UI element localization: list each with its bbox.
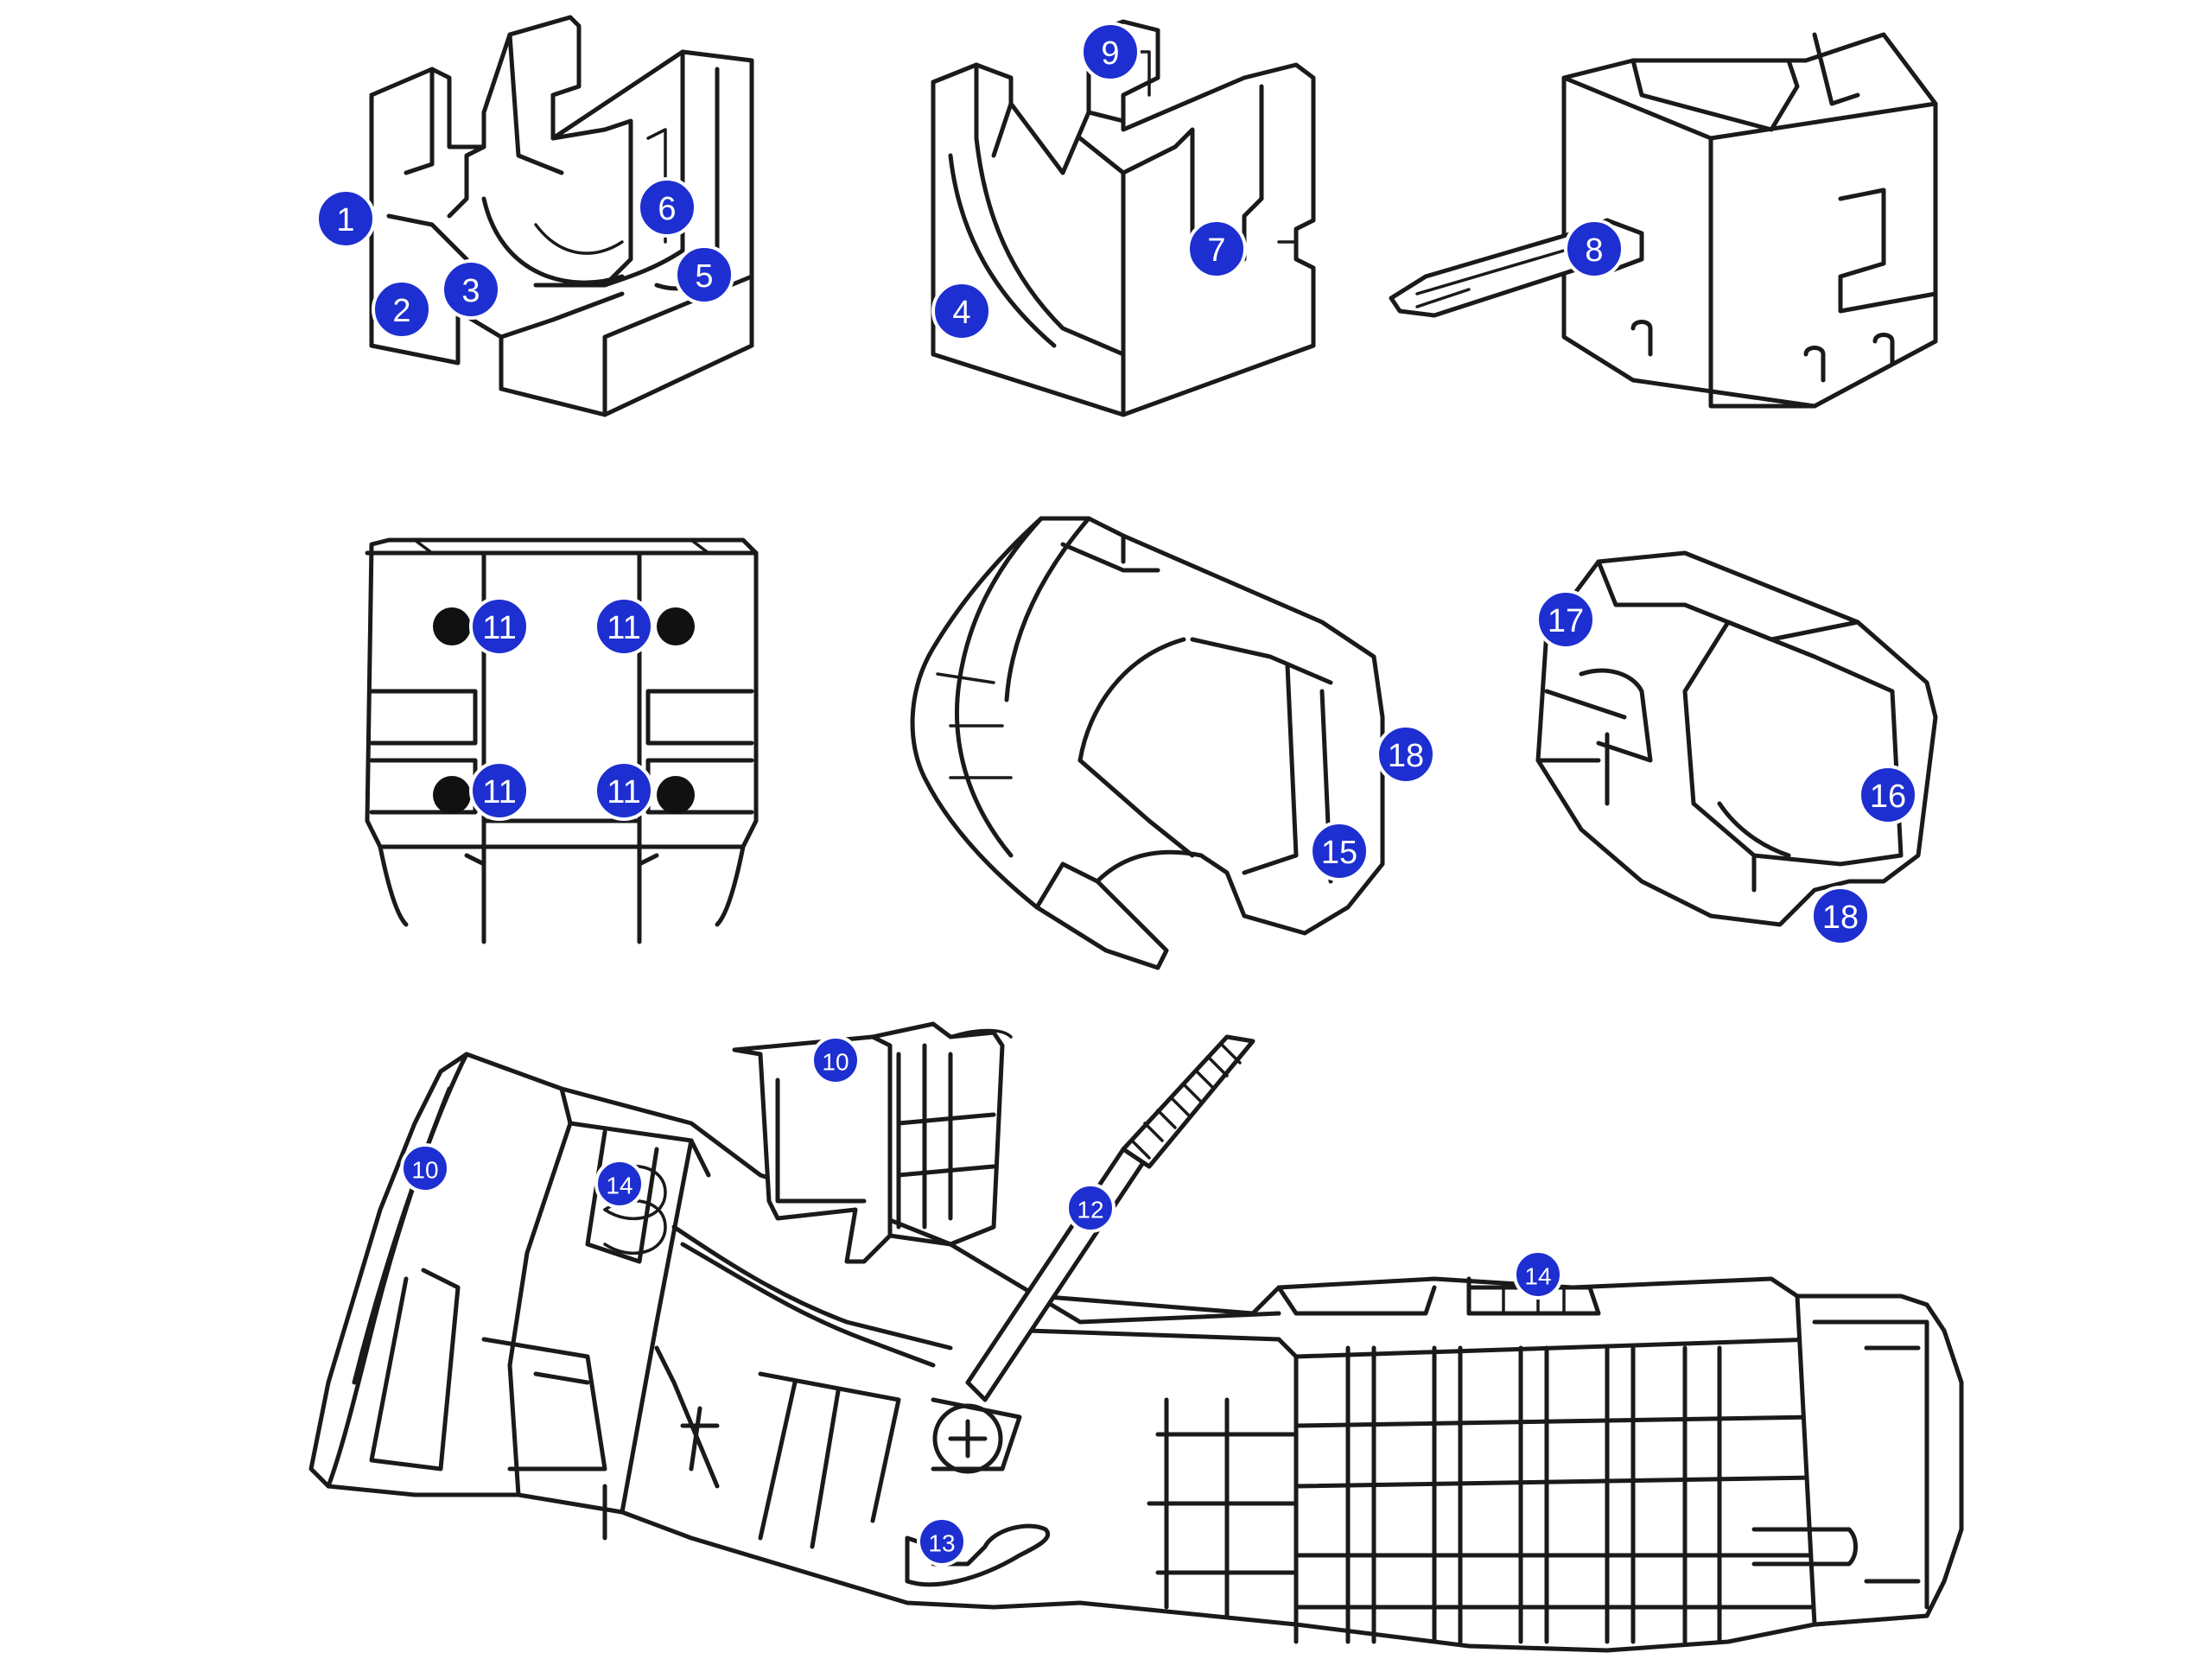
callout-15: 15 <box>1309 821 1370 881</box>
callout-4: 4 <box>931 281 992 341</box>
octagon-socket <box>1535 550 1938 927</box>
clip-ring-adaptor <box>910 516 1385 970</box>
callout-labels: 1 2 3 4 5 6 7 8 9 10 10 11 11 11 11 12 1… <box>315 22 1918 1567</box>
callout-14-left: 14 <box>594 1159 645 1209</box>
callout-7: 7 <box>1186 219 1247 279</box>
callout-16: 16 <box>1858 765 1918 825</box>
svg-text:11: 11 <box>607 774 640 810</box>
callout-10-top: 10 <box>810 1035 861 1085</box>
adaptor-plate-with-holes <box>365 537 759 944</box>
svg-text:10: 10 <box>411 1157 438 1184</box>
svg-text:1: 1 <box>336 202 354 238</box>
svg-text:11: 11 <box>482 610 516 646</box>
sliding-clip-piece <box>732 1021 1013 1264</box>
svg-text:18: 18 <box>1388 738 1424 774</box>
callout-9: 9 <box>1080 22 1141 82</box>
callout-5: 5 <box>674 245 734 305</box>
callout-8: 8 <box>1564 219 1624 279</box>
svg-text:6: 6 <box>658 191 676 227</box>
svg-text:8: 8 <box>1585 232 1603 269</box>
bracket-part-b <box>931 19 1316 417</box>
svg-text:12: 12 <box>1077 1197 1103 1224</box>
svg-text:10: 10 <box>822 1049 849 1076</box>
callout-14-right: 14 <box>1513 1249 1563 1300</box>
callout-11-top-right: 11 <box>594 596 654 657</box>
svg-text:2: 2 <box>392 293 410 329</box>
svg-text:11: 11 <box>607 610 640 646</box>
callout-10-left: 10 <box>400 1143 450 1193</box>
svg-text:4: 4 <box>952 295 970 331</box>
svg-text:17: 17 <box>1548 603 1584 639</box>
callout-2: 2 <box>372 279 432 340</box>
svg-text:16: 16 <box>1870 779 1906 815</box>
callout-6: 6 <box>637 177 697 238</box>
callout-1: 1 <box>315 188 376 249</box>
svg-text:15: 15 <box>1321 835 1357 871</box>
svg-text:5: 5 <box>695 258 713 295</box>
callout-11-bottom-right: 11 <box>594 760 654 821</box>
callout-11-top-left: 11 <box>469 596 530 657</box>
socket-block-with-bit <box>1389 32 1938 409</box>
svg-text:7: 7 <box>1207 232 1225 269</box>
callout-13: 13 <box>917 1516 967 1567</box>
callout-18-right: 18 <box>1810 886 1871 946</box>
callout-11-bottom-left: 11 <box>469 760 530 821</box>
svg-text:9: 9 <box>1101 35 1119 72</box>
svg-text:3: 3 <box>461 273 480 309</box>
svg-text:11: 11 <box>482 774 516 810</box>
screw-extractor-rod <box>965 1034 1255 1402</box>
callout-17: 17 <box>1535 589 1596 650</box>
svg-text:14: 14 <box>1524 1263 1551 1290</box>
svg-text:14: 14 <box>606 1173 632 1199</box>
callout-3: 3 <box>441 259 501 320</box>
callout-12: 12 <box>1065 1183 1116 1233</box>
svg-text:18: 18 <box>1822 899 1859 936</box>
callout-18-middle: 18 <box>1376 724 1436 785</box>
svg-text:13: 13 <box>928 1530 955 1557</box>
